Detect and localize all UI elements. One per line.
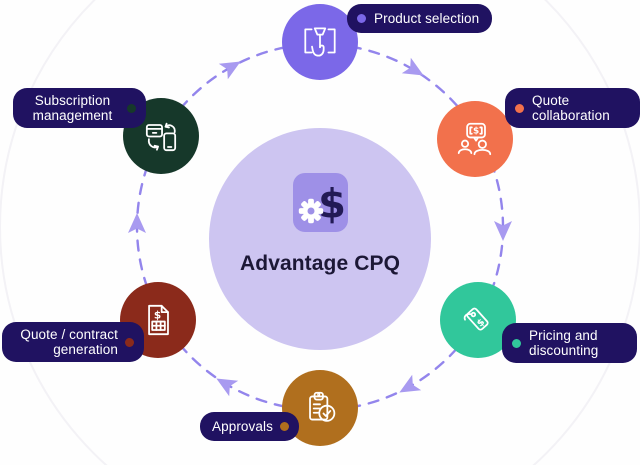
pill-label-pricing-discounting: Pricing and discounting (529, 327, 599, 359)
flow-arrow-bottom-right-icon (399, 374, 422, 393)
pill-label-quote-collaboration: Quote collaboration (532, 92, 610, 124)
pill-quote-contract-generation: Quote / contract generation (2, 322, 144, 362)
pill-label-product-selection: Product selection (374, 10, 480, 26)
chat-people-icon: $ (457, 122, 492, 156)
dollar-sign: $ (318, 182, 346, 228)
clipboard-check-icon (309, 391, 336, 422)
flow-arrow-top-right-icon (401, 57, 424, 76)
bullet-dot-quote-contract-generation (125, 337, 134, 347)
pill-approvals: Approvals (200, 412, 299, 441)
pill-quote-collaboration: Quote collaboration (505, 88, 640, 128)
pointer-select-icon (304, 27, 336, 57)
price-tag-icon: $ (463, 307, 489, 331)
svg-text:$: $ (154, 309, 161, 321)
bullet-dot-product-selection (357, 14, 366, 23)
svg-text:$: $ (473, 127, 479, 137)
center-title: Advantage CPQ (240, 252, 400, 275)
flow-arrow-left-icon (128, 213, 146, 233)
flow-arrow-top-left-icon (218, 61, 241, 80)
pill-product-selection: Product selection (347, 4, 493, 33)
bullet-dot-subscription-management (127, 103, 136, 113)
bullet-dot-approvals (279, 422, 289, 431)
center-cpq-icon: $ (293, 173, 348, 232)
flow-arrow-right-icon (494, 221, 512, 241)
bullet-dot-quote-collaboration (515, 103, 524, 113)
node-circle-quote-collaboration: $ (437, 101, 513, 177)
pill-label-approvals: Approvals (212, 418, 273, 434)
pill-label-quote-contract-generation: Quote / contract generation (20, 326, 118, 358)
pill-label-subscription-management: Subscription management (32, 92, 113, 124)
gear-dollar-icon: $ (298, 182, 346, 228)
node-circle-product-selection (282, 4, 358, 80)
center-circle: $ Advantage CPQ (209, 128, 431, 350)
pill-subscription-management: Subscription management (13, 88, 146, 128)
card-phone-sync-icon (145, 122, 177, 152)
invoice-document-icon: $ (148, 304, 169, 336)
gear-icon (298, 198, 324, 224)
flow-arrow-bottom-left-icon (216, 378, 239, 397)
cycle-dashed-ring (135, 42, 505, 412)
bullet-dot-pricing-discounting (512, 338, 521, 348)
pill-pricing-discounting: Pricing and discounting (502, 323, 637, 363)
